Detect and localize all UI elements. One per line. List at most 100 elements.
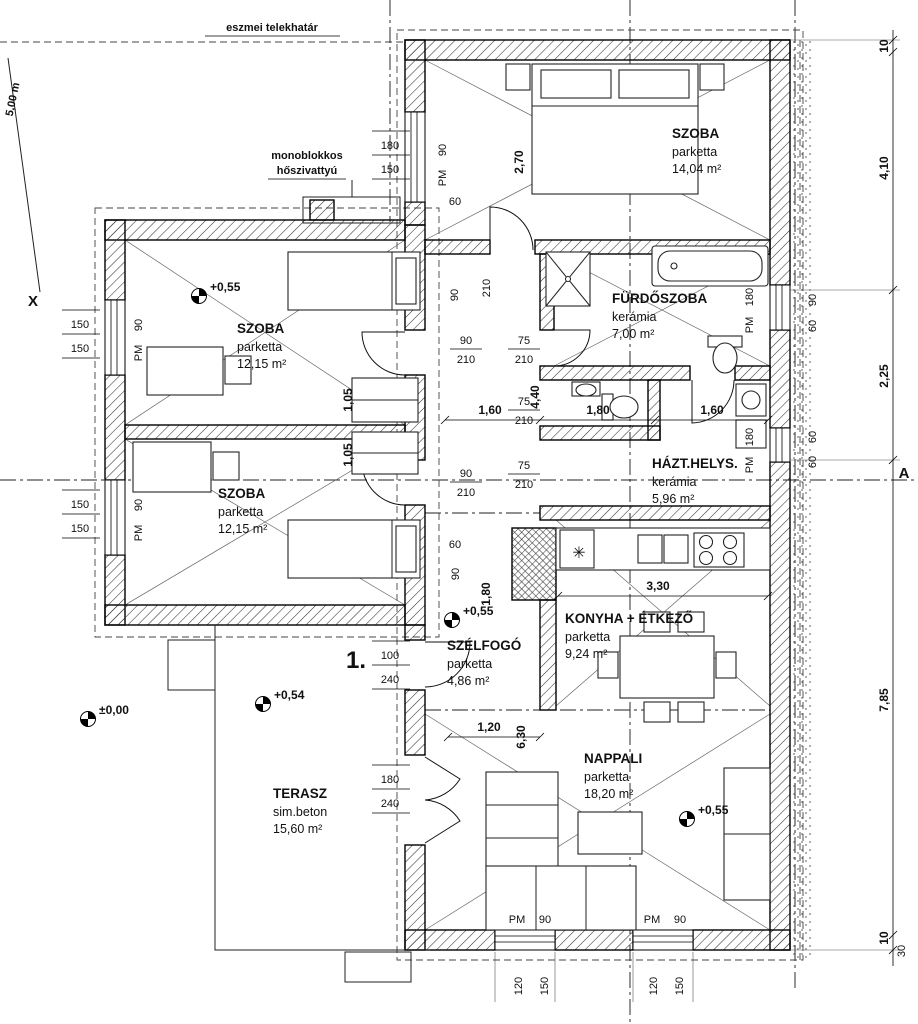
- dim-label: 6,30: [514, 725, 528, 749]
- room-name: NAPPALI: [584, 751, 642, 766]
- dim-label: 120: [648, 977, 660, 995]
- room-area: 14,04 m²: [672, 162, 721, 176]
- room-name: SZOBA: [237, 321, 285, 336]
- room-name: FÜRDŐSZOBA: [612, 291, 707, 306]
- boundary-label: eszmei telekhatár: [226, 22, 318, 34]
- dim-label: PM: [744, 457, 756, 474]
- dim-label: PM: [437, 170, 449, 187]
- window: [494, 929, 556, 951]
- furniture-bedroom3: [132, 431, 421, 579]
- room-name: HÁZT.HELYS.: [652, 456, 738, 471]
- dim-label: 90: [437, 144, 449, 156]
- window: [769, 427, 791, 463]
- dim-label: 150: [674, 977, 686, 995]
- dim-label: 1,05: [341, 388, 355, 412]
- dim-label: 2,25: [877, 364, 891, 388]
- dim-label: 180: [381, 140, 399, 152]
- elevation-label: +0,54: [274, 688, 305, 702]
- dim-label: PM: [509, 914, 526, 926]
- window: [769, 284, 791, 331]
- room-area: 12,15 m²: [237, 357, 286, 371]
- dim-label: 210: [515, 415, 533, 427]
- dim-label: 60: [807, 320, 819, 332]
- dim-label: 90: [460, 468, 472, 480]
- elevation-label: +0,55: [698, 803, 729, 817]
- dim-label: 90: [449, 289, 461, 301]
- dim-label: 60: [449, 539, 461, 551]
- dim-label: 240: [381, 674, 399, 686]
- terrace-outline: [167, 625, 430, 983]
- room-name: KONYHA + ÉTKEZŐ: [565, 611, 693, 626]
- dim-label: 90: [674, 914, 686, 926]
- dim-label: 1,80: [586, 403, 610, 417]
- dim-label: 150: [71, 499, 89, 511]
- dim-label: 180: [381, 774, 399, 786]
- furniture-kitchen: [555, 527, 771, 723]
- dim-label: 7,85: [877, 688, 891, 712]
- room-floor: parketta: [447, 657, 492, 671]
- dim-label: 4,40: [528, 385, 542, 409]
- windows: [104, 111, 791, 951]
- section-a-label: A: [899, 465, 910, 482]
- dim-label: 210: [481, 279, 493, 297]
- room-name: TERASZ: [273, 786, 327, 801]
- dim-label: 75: [518, 396, 530, 408]
- room-floor: parketta: [218, 505, 263, 519]
- dim-label: 180: [744, 428, 756, 446]
- room-name: SZOBA: [672, 126, 720, 141]
- dim-label: 210: [515, 354, 533, 366]
- dim-label: 150: [381, 164, 399, 176]
- dim-label: 150: [71, 319, 89, 331]
- dim-label: 90: [450, 568, 462, 580]
- heat-pump-label: monoblokkos: [271, 150, 343, 162]
- room-area: 15,60 m²: [273, 822, 322, 836]
- window: [104, 479, 126, 556]
- dim-label: 90: [539, 914, 551, 926]
- room-floor: parketta: [565, 630, 610, 644]
- dim-label: 90: [460, 335, 472, 347]
- dim-label: 2,70: [512, 150, 526, 174]
- plan-number: 1.: [346, 647, 366, 674]
- elevation-label: ±0,00: [99, 703, 129, 717]
- room-floor: parketta: [237, 340, 282, 354]
- dim-label: 3,30: [646, 579, 670, 593]
- room-name: SZÉLFOGÓ: [447, 638, 521, 653]
- dim-label: 240: [381, 798, 399, 810]
- dim-label: 100: [381, 650, 399, 662]
- furniture-bedroom1: [505, 63, 725, 195]
- dim-label: 60: [807, 431, 819, 443]
- room-area: 7,00 m²: [612, 327, 654, 341]
- room-area: 12,15 m²: [218, 522, 267, 536]
- dim-label: PM: [644, 914, 661, 926]
- window: [632, 929, 694, 951]
- dim-label: 210: [457, 354, 475, 366]
- dim-label: 1,80: [479, 582, 493, 606]
- furniture-bathroom: [545, 245, 769, 449]
- dim-label: 10: [877, 931, 891, 945]
- room-area: 9,24 m²: [565, 647, 607, 661]
- heat-pump-label: hőszivattyú: [277, 165, 338, 177]
- dim-label: 1,05: [341, 443, 355, 467]
- room-name: SZOBA: [218, 486, 266, 501]
- dim-label: 150: [71, 343, 89, 355]
- elevation-label: +0,55: [463, 604, 494, 618]
- dim-label: 60: [449, 196, 461, 208]
- room-area: 5,96 m²: [652, 492, 694, 506]
- dim-label: PM: [133, 525, 145, 542]
- dim-label: 150: [539, 977, 551, 995]
- dim-label: 4,10: [877, 156, 891, 180]
- furniture-bedroom2: [146, 251, 421, 423]
- elevation-label: +0,55: [210, 280, 241, 294]
- dim-label: 120: [513, 977, 525, 995]
- dim-label: 30: [896, 945, 908, 957]
- axis-x-label: X: [28, 293, 38, 310]
- dimension-lines: [62, 30, 900, 1002]
- dim-label: 60: [807, 456, 819, 468]
- dim-label: 10: [877, 39, 891, 53]
- boundary-diagonal-dim: 5,00 m: [4, 81, 23, 117]
- dim-label: 150: [71, 523, 89, 535]
- dim-label: PM: [133, 345, 145, 362]
